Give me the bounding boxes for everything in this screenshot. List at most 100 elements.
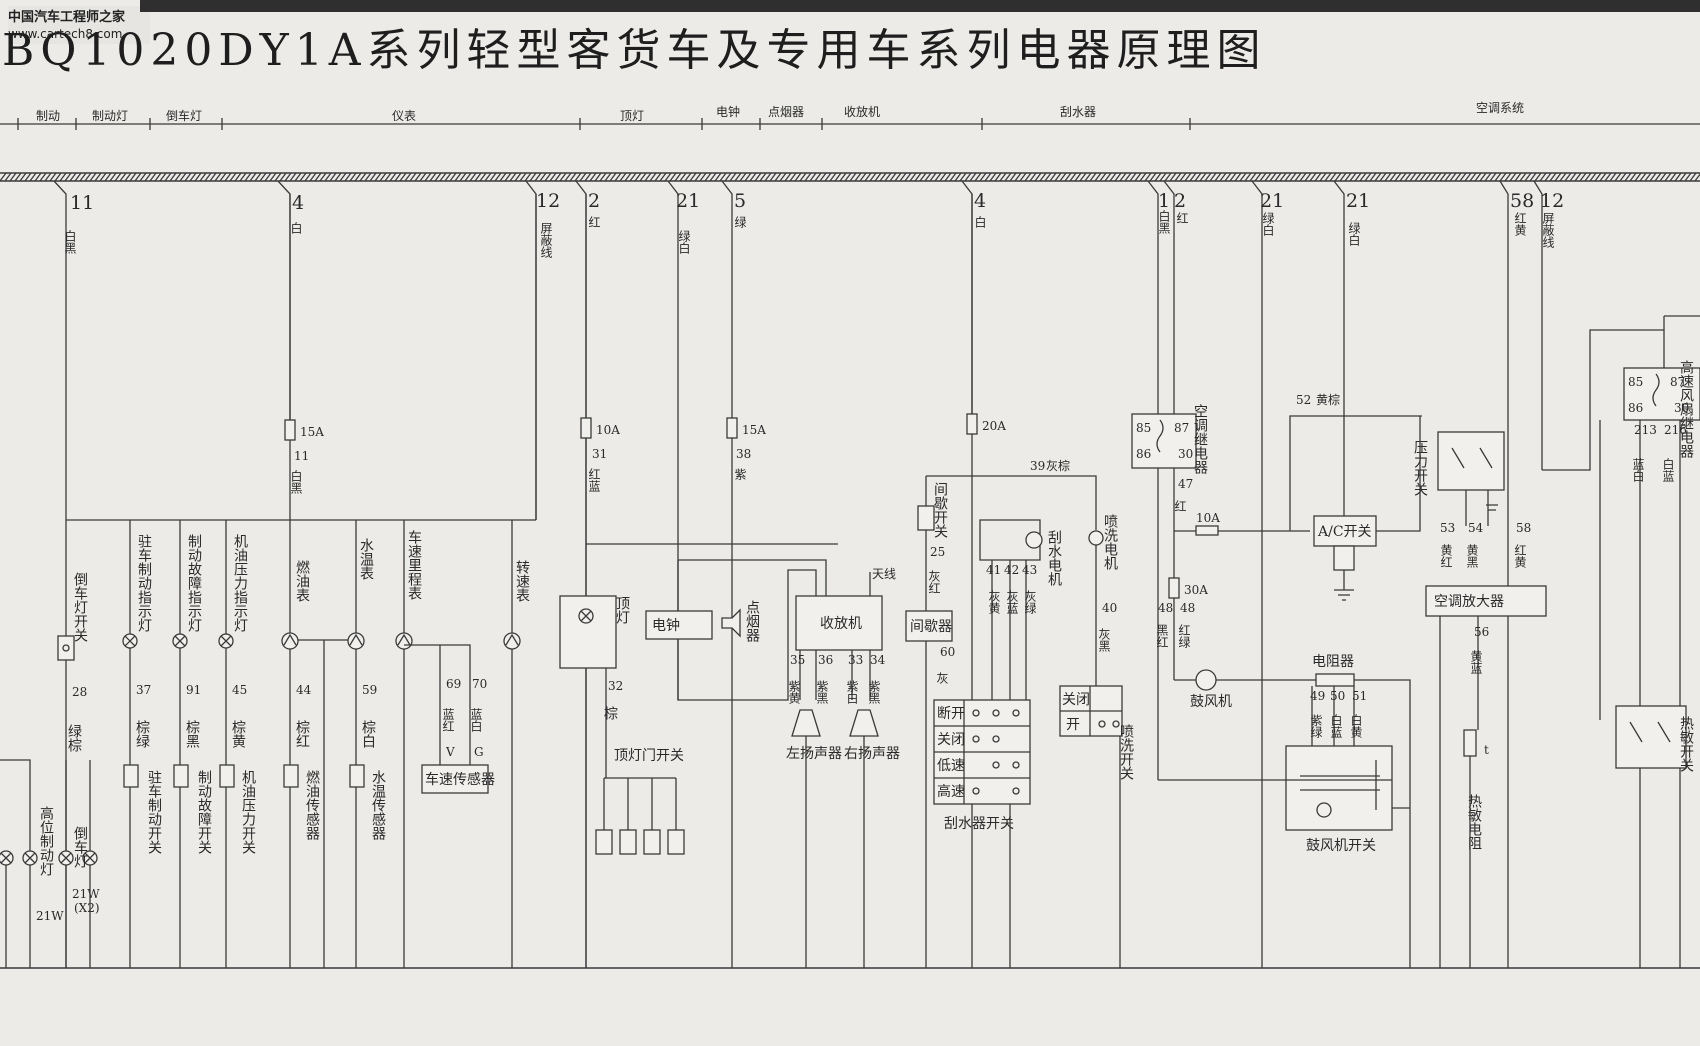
wire-number: 60 — [940, 645, 955, 659]
wire-color: 紫绿 — [1309, 714, 1323, 738]
lamp-label: 驻车制动指示灯 — [136, 534, 152, 633]
intermittent-switch-label: 间歇开关 — [932, 482, 948, 538]
wire-number: 48 — [1180, 601, 1195, 615]
gauge-label: 水温表 — [358, 538, 374, 580]
blower-switch-label: 鼓风机开关 — [1306, 838, 1376, 854]
resistor-label: 电阻器 — [1312, 654, 1354, 670]
relay-pin: 86 — [1628, 401, 1643, 415]
tachometer-label: 转速表 — [514, 560, 530, 602]
relay-pin: 85 — [1136, 421, 1151, 435]
fan-relay — [1623, 367, 1700, 421]
diagram-title: BQ1020DY1A系列轻型客货车及专用车系列电器原理图 — [2, 25, 1267, 76]
wiper-motor-box — [979, 519, 1041, 561]
lamp-label: 制动故障指示灯 — [186, 534, 202, 633]
wire-number: 47 — [1178, 477, 1193, 491]
wire-color: 棕白 — [360, 720, 376, 748]
instrument-cluster: 倒车灯开关 28 绿棕 驻车制动指示灯 制动故障指示灯 机油压力指示灯 燃油表 … — [0, 194, 537, 968]
fan-relay-label: 高速风扇继电器 — [1678, 359, 1694, 458]
section-label: 收放机 — [844, 104, 880, 119]
sensor-label: 驻车制动开关 — [146, 770, 162, 854]
fuse-rating: 15A — [742, 423, 766, 437]
section-header: 制动 制动灯 倒车灯 仪表 顶灯 电钟 点烟器 收放机 刮水器 空调系统 — [0, 101, 1700, 130]
door-switch-icon — [595, 829, 685, 855]
lamp-rating: 21W — [36, 909, 64, 923]
section-label: 刮水器 — [1060, 105, 1096, 119]
feed-labels: 11 白黑 4 白 12 屏蔽线 2 红 21 绿白 5 绿 4 白 1 白黑 … — [63, 190, 1564, 258]
fuse-wire: 11 — [294, 449, 309, 463]
radio-cassette — [795, 595, 883, 651]
wire-number: 49 — [1310, 689, 1325, 703]
wire-color: 蓝白 — [469, 708, 483, 732]
wire-number: 54 — [1468, 521, 1484, 535]
antenna-label: 天线 — [872, 567, 896, 581]
section-label: 空调系统 — [1476, 101, 1524, 115]
sensor-label: 机油压力开关 — [240, 770, 256, 854]
wire-color: 灰黑 — [1097, 628, 1111, 653]
speed-sensor — [421, 764, 489, 794]
lamp-rating: 21W — [72, 887, 100, 901]
relay-pin: 87 — [1670, 375, 1685, 389]
switch-position: 关闭 — [1062, 692, 1090, 708]
ac-relay — [1131, 413, 1197, 469]
section-label: 仪表 — [392, 109, 416, 123]
wire-number: 44 — [296, 683, 312, 697]
washer-motor-icon — [1088, 530, 1104, 546]
feed-color: 白 — [289, 221, 303, 234]
relay-pin: 86 — [1136, 447, 1151, 461]
fuse-30a — [1168, 577, 1180, 599]
wire-color: 红黄 — [1513, 543, 1527, 569]
wire-color: 白黄 — [1349, 713, 1363, 739]
wire-color: 灰黄 — [987, 590, 1001, 615]
wire-color: 灰红 — [927, 570, 941, 594]
feed-color: 红 — [587, 215, 601, 228]
wire-number: 35 — [790, 653, 805, 667]
wire-color: 棕黄 — [230, 720, 246, 748]
odometer-label: 车速里程表 — [406, 529, 422, 600]
sensor-label: 燃油传感器 — [304, 769, 320, 840]
dome-lamp-label: 顶灯 — [614, 596, 630, 625]
fuse-10a — [580, 417, 592, 439]
switch-position: 高速 — [937, 783, 965, 800]
wire-color: 黄红 — [1439, 544, 1453, 568]
fuse-wire-color: 紫 — [733, 468, 747, 480]
section-label: 电钟 — [716, 104, 740, 119]
wire-number: 48 — [1158, 601, 1173, 615]
pin-label: V — [445, 745, 455, 759]
fuse-wire-color: 红蓝 — [587, 467, 601, 492]
feed-color: 绿白 — [1261, 211, 1275, 236]
wire-number: 37 — [136, 683, 151, 697]
feed-color: 白黑 — [1157, 209, 1171, 235]
thermistor-label: 热敏电阻 — [1466, 794, 1482, 850]
switch-position: 低速 — [937, 758, 965, 774]
gauge-label: 燃油表 — [294, 559, 310, 602]
wire-color: 棕红 — [294, 720, 310, 748]
fuse-20a — [966, 413, 978, 435]
lamp-label: 倒车灯 — [72, 826, 88, 869]
feed-number: 12 — [1540, 190, 1564, 212]
wire-color: 灰蓝 — [1005, 590, 1019, 614]
feed-color: 红黄 — [1513, 211, 1527, 237]
wire-color: 棕黑 — [184, 720, 200, 749]
washer-motor-label: 喷洗电机 — [1102, 514, 1118, 571]
section-label: 制动 — [36, 109, 60, 123]
wire-color: 绿棕 — [66, 724, 82, 752]
wire-number: 52 — [1296, 393, 1311, 407]
wire-number: 36 — [818, 653, 833, 667]
thermistor — [1463, 729, 1477, 757]
wire-color: 棕 — [602, 706, 618, 720]
wire-color: 紫黄 — [787, 680, 801, 705]
wire-number: 28 — [72, 685, 87, 699]
wire-number: 39 — [1030, 459, 1045, 473]
wire-color: 灰绿 — [1023, 590, 1037, 614]
feed-number: 4 — [974, 190, 986, 212]
wire-color: 蓝白 — [1631, 458, 1645, 482]
section-label: 制动灯 — [92, 109, 128, 123]
ac-relay-label: 空调继电器 — [1192, 404, 1208, 474]
wire-color: 白蓝 — [1329, 713, 1343, 738]
ground-icon — [1334, 589, 1354, 601]
lamp-label: 高位制动灯 — [38, 805, 54, 877]
fuse-rating: 20A — [982, 419, 1006, 433]
wire-number: 41 — [986, 563, 1001, 577]
